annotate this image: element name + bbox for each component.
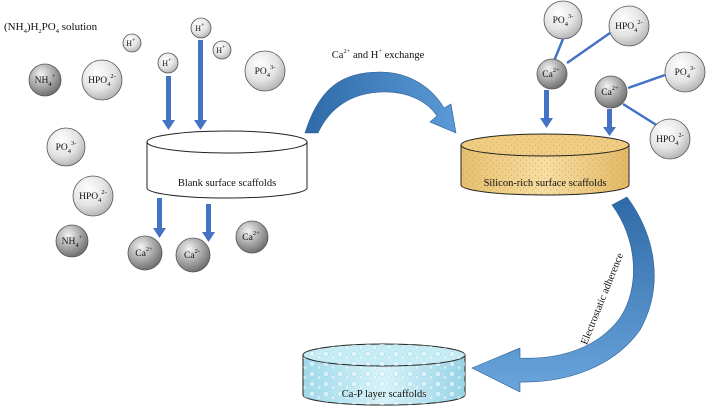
- ion-po4-4: PO43-: [664, 51, 706, 93]
- svg-text:HPO42-: HPO42-: [656, 132, 684, 147]
- ion-po4-1: PO43-: [46, 127, 86, 167]
- svg-text:PO43-: PO43-: [675, 65, 696, 80]
- ion-h-4: H+: [212, 40, 232, 60]
- svg-text:PO43-: PO43-: [553, 13, 574, 28]
- svg-text:PO43-: PO43-: [56, 140, 77, 155]
- arrows-into-silicon: [540, 90, 616, 136]
- ion-hpo4-4: HPO42-: [649, 118, 691, 160]
- silicon-scaffold: Silicon-rich surface scaffolds: [460, 133, 630, 196]
- ion-ca-4: Ca2+: [536, 58, 568, 90]
- bonds-ca-a: [552, 31, 611, 65]
- ion-po4-3: PO43-: [543, 0, 583, 40]
- svg-text:NH4+: NH4+: [62, 234, 83, 249]
- exchange-arrow: [304, 71, 457, 134]
- svg-text:Ca2+: Ca2+: [542, 67, 560, 80]
- ion-hpo4-2: HPO42-: [72, 175, 114, 217]
- solution-label: (NH4)H2PO4 solution: [4, 21, 98, 35]
- svg-text:Ca2+: Ca2+: [135, 246, 153, 259]
- ion-ca-2: Ca2-: [175, 237, 211, 273]
- svg-text:PO43-: PO43-: [255, 64, 276, 79]
- cap-scaffold-label: Ca-P layer scaffolds: [342, 389, 427, 400]
- ion-ca-3: Ca2+: [235, 220, 269, 254]
- ion-h-1: H+: [122, 33, 142, 53]
- exchange-label: Ca2+ and H+ exchange: [332, 48, 425, 61]
- svg-text:NH4+: NH4+: [35, 73, 56, 88]
- svg-text:HPO42-: HPO42-: [615, 19, 643, 34]
- svg-text:Ca2+: Ca2+: [601, 85, 619, 98]
- ion-hpo4-3: HPO42-: [608, 5, 650, 47]
- bonds-ca-b: [622, 73, 666, 128]
- arrows-out-of-blank: [153, 198, 215, 242]
- cap-scaffold: Ca-P layer scaffolds: [302, 343, 466, 406]
- silicon-scaffold-label: Silicon-rich surface scaffolds: [484, 178, 607, 189]
- svg-text:H+: H+: [126, 37, 136, 48]
- svg-text:H+: H+: [162, 57, 172, 68]
- ion-h-2: H+: [190, 17, 212, 39]
- svg-text:Ca2-: Ca2-: [184, 248, 200, 261]
- svg-text:HPO42-: HPO42-: [88, 73, 116, 88]
- svg-text:Ca2+: Ca2+: [242, 230, 260, 243]
- adherence-arrow: [471, 196, 655, 393]
- ion-ca-5: Ca2+: [594, 75, 628, 109]
- ion-ca-1: Ca2+: [127, 235, 163, 271]
- ion-h-3: H+: [157, 52, 179, 74]
- ion-nh4-2: NH4+: [55, 224, 89, 258]
- ion-hpo4-1: HPO42-: [81, 59, 123, 101]
- blank-scaffold: Blank surface scaffolds: [146, 130, 308, 199]
- svg-text:HPO42-: HPO42-: [79, 189, 107, 204]
- arrows-into-blank: [162, 40, 207, 130]
- svg-text:H+: H+: [216, 44, 226, 55]
- ion-nh4-1: NH4+: [28, 63, 62, 97]
- ion-po4-2: PO43-: [244, 50, 286, 92]
- blank-scaffold-label: Blank surface scaffolds: [178, 178, 276, 189]
- svg-text:H+: H+: [195, 22, 205, 33]
